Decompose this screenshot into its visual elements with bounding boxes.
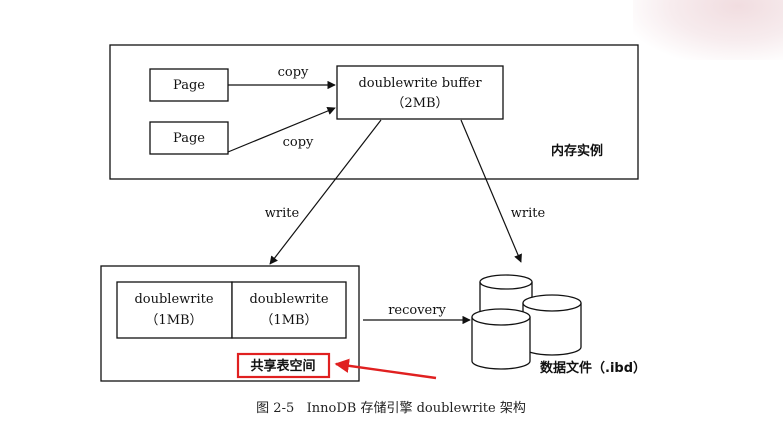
- write-label-left: write: [265, 206, 300, 221]
- red-pointer-arrow: [334, 358, 437, 380]
- figure-caption: 图 2-5 InnoDB 存储引擎 doublewrite 架构: [256, 401, 526, 416]
- cylinder-right: [522, 294, 582, 356]
- memory-instance-label: 内存实例: [551, 143, 603, 159]
- doublewrite-1-title: doublewrite: [134, 292, 213, 307]
- page-box-2: [149, 121, 229, 155]
- shared-tablespace-box: [100, 265, 360, 382]
- shared-tablespace-label: 共享表空间: [250, 358, 315, 374]
- shared-tablespace-highlight: [236, 352, 331, 379]
- copy-arrow-2: [227, 106, 336, 153]
- recovery-label: recovery: [388, 303, 446, 318]
- page-label-2: Page: [173, 131, 205, 146]
- cylinder-front: [471, 308, 531, 370]
- corner-tint: [633, 0, 783, 60]
- buffer-title: doublewrite buffer: [358, 76, 482, 91]
- copy-label-1: copy: [278, 65, 309, 80]
- doublewrite-box-1: [116, 281, 233, 339]
- doublewrite-box-2: [231, 281, 347, 339]
- page-label-1: Page: [173, 78, 205, 93]
- page-box-1: [149, 68, 229, 102]
- data-file-cylinders: [471, 274, 582, 370]
- doublewrite-2-title: doublewrite: [249, 292, 328, 307]
- doublewrite-buffer-box: [336, 65, 504, 120]
- write-label-right: write: [511, 206, 546, 221]
- write-arrow-left: [269, 119, 382, 265]
- copy-label-2: copy: [283, 135, 314, 150]
- doublewrite-1-size: （1MB）: [145, 313, 202, 328]
- write-arrow-right: [460, 119, 522, 263]
- data-file-label: 数据文件（.ibd）: [540, 360, 646, 376]
- memory-instance-box: [109, 44, 639, 180]
- doublewrite-2-size: （1MB）: [260, 313, 317, 328]
- buffer-size: （2MB）: [391, 96, 448, 111]
